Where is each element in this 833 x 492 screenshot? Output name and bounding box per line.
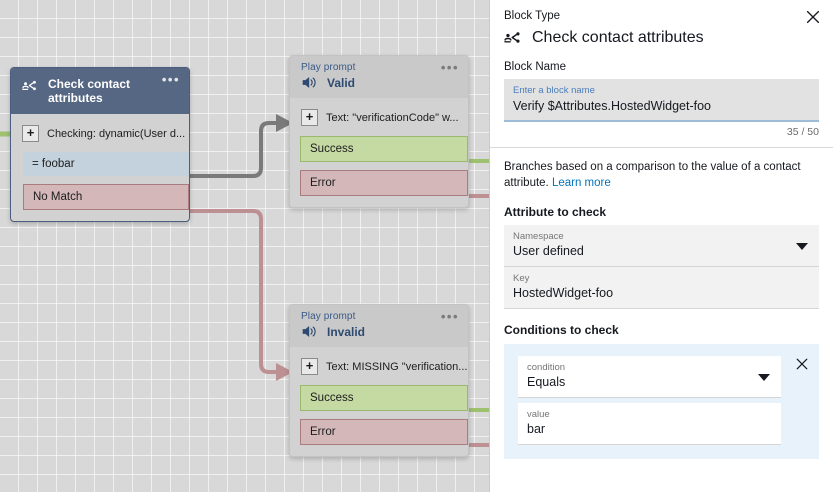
node-title: Check contact attributes (48, 77, 131, 105)
expand-plus-icon[interactable]: + (22, 125, 39, 142)
node-header: Check contact attributes ••• (11, 68, 189, 114)
node-check-contact-attributes[interactable]: Check contact attributes ••• + Checking:… (10, 67, 190, 222)
close-icon[interactable] (794, 356, 810, 372)
node-parameter-text: Text: MISSING "verification... (326, 360, 468, 373)
node-menu-button[interactable]: ••• (161, 72, 180, 87)
chevron-down-icon[interactable] (758, 373, 770, 381)
speaker-icon (302, 326, 316, 337)
block-name-placeholder: Enter a block name (513, 85, 595, 96)
node-parameter-text: Checking: dynamic(User d... (47, 127, 186, 140)
namespace-label: Namespace (513, 231, 564, 242)
condition-label: condition (527, 362, 566, 373)
chevron-down-icon[interactable] (796, 242, 808, 250)
value-input[interactable]: value bar (518, 403, 781, 445)
panel-header: Block Type Check contact attributes (490, 0, 833, 47)
node-title: Valid (327, 75, 356, 90)
node-parameter-row[interactable]: + Text: MISSING "verification... (290, 356, 468, 377)
node-kicker: Play prompt (301, 311, 356, 322)
character-counter: 35 / 50 (786, 126, 819, 138)
block-name-value: Verify $Attributes.HostedWidget-foo (513, 99, 712, 113)
block-type-label: Block Type (504, 10, 561, 22)
node-menu-button[interactable]: ••• (440, 60, 459, 75)
node-play-prompt-valid[interactable]: Play prompt Valid ••• + Text: "verificat… (289, 55, 469, 208)
conditions-section-title: Conditions to check (504, 323, 619, 337)
key-input[interactable]: Key HostedWidget-foo (504, 267, 819, 309)
node-parameter-text: Text: "verificationCode" w... (326, 111, 459, 124)
section-divider (490, 147, 833, 148)
panel-description-text: Branches based on a comparison to the va… (504, 161, 801, 189)
node-kicker: Play prompt (301, 62, 356, 73)
node-parameter-row[interactable]: + Text: "verificationCode" w... (290, 107, 468, 128)
condition-card: condition Equals value bar (504, 344, 819, 459)
condition-value: Equals (527, 375, 566, 389)
namespace-value: User defined (513, 244, 584, 258)
key-value: HostedWidget-foo (513, 286, 614, 300)
expand-plus-icon[interactable]: + (301, 358, 318, 375)
block-name-label: Block Name (504, 61, 566, 73)
nomatch-to-invalid-connector (176, 200, 293, 381)
branch-no-match[interactable]: No Match (23, 184, 189, 210)
contact-attributes-icon (504, 32, 520, 43)
block-type-name: Check contact attributes (532, 28, 704, 46)
node-play-prompt-invalid[interactable]: Play prompt Invalid ••• + Text: MISSING … (289, 304, 469, 457)
node-title: Invalid (327, 324, 366, 339)
block-type-row: Check contact attributes (504, 28, 819, 47)
panel-body: Branches based on a comparison to the va… (490, 159, 833, 459)
panel-description: Branches based on a comparison to the va… (504, 159, 819, 191)
match-to-valid-connector (176, 114, 293, 187)
block-name-input[interactable]: Enter a block name Verify $Attributes.Ho… (504, 79, 819, 122)
contact-attributes-icon (22, 80, 36, 91)
flow-canvas[interactable]: Check contact attributes ••• + Checking:… (0, 0, 489, 492)
attribute-section-title: Attribute to check (504, 205, 607, 219)
value-label: value (527, 409, 550, 420)
learn-more-link[interactable]: Learn more (551, 177, 611, 189)
branch-success[interactable]: Success (300, 136, 468, 162)
node-parameter-row[interactable]: + Checking: dynamic(User d... (11, 123, 189, 144)
attribute-fields: Namespace User defined Key HostedWidget-… (504, 225, 819, 309)
node-menu-button[interactable]: ••• (440, 309, 459, 324)
key-label: Key (513, 273, 530, 284)
close-icon[interactable] (804, 8, 822, 26)
speaker-icon (302, 77, 316, 88)
value-value: bar (527, 422, 546, 436)
expand-plus-icon[interactable]: + (301, 109, 318, 126)
node-body: + Checking: dynamic(User d... = foobar N… (11, 114, 189, 221)
branch-match[interactable]: = foobar (23, 152, 189, 176)
branch-success[interactable]: Success (300, 385, 468, 411)
condition-select[interactable]: condition Equals (518, 356, 781, 398)
branch-error[interactable]: Error (300, 419, 468, 445)
block-name-section: Block Name Enter a block name Verify $At… (490, 61, 833, 138)
branch-error[interactable]: Error (300, 170, 468, 196)
node-body: + Text: MISSING "verification... Success… (290, 347, 468, 456)
block-properties-panel: Block Type Check contact attributes Bloc… (489, 0, 833, 492)
namespace-select[interactable]: Namespace User defined (504, 225, 819, 267)
node-header: Play prompt Invalid ••• (290, 305, 468, 347)
node-header: Play prompt Valid ••• (290, 56, 468, 98)
node-body: + Text: "verificationCode" w... Success … (290, 98, 468, 207)
